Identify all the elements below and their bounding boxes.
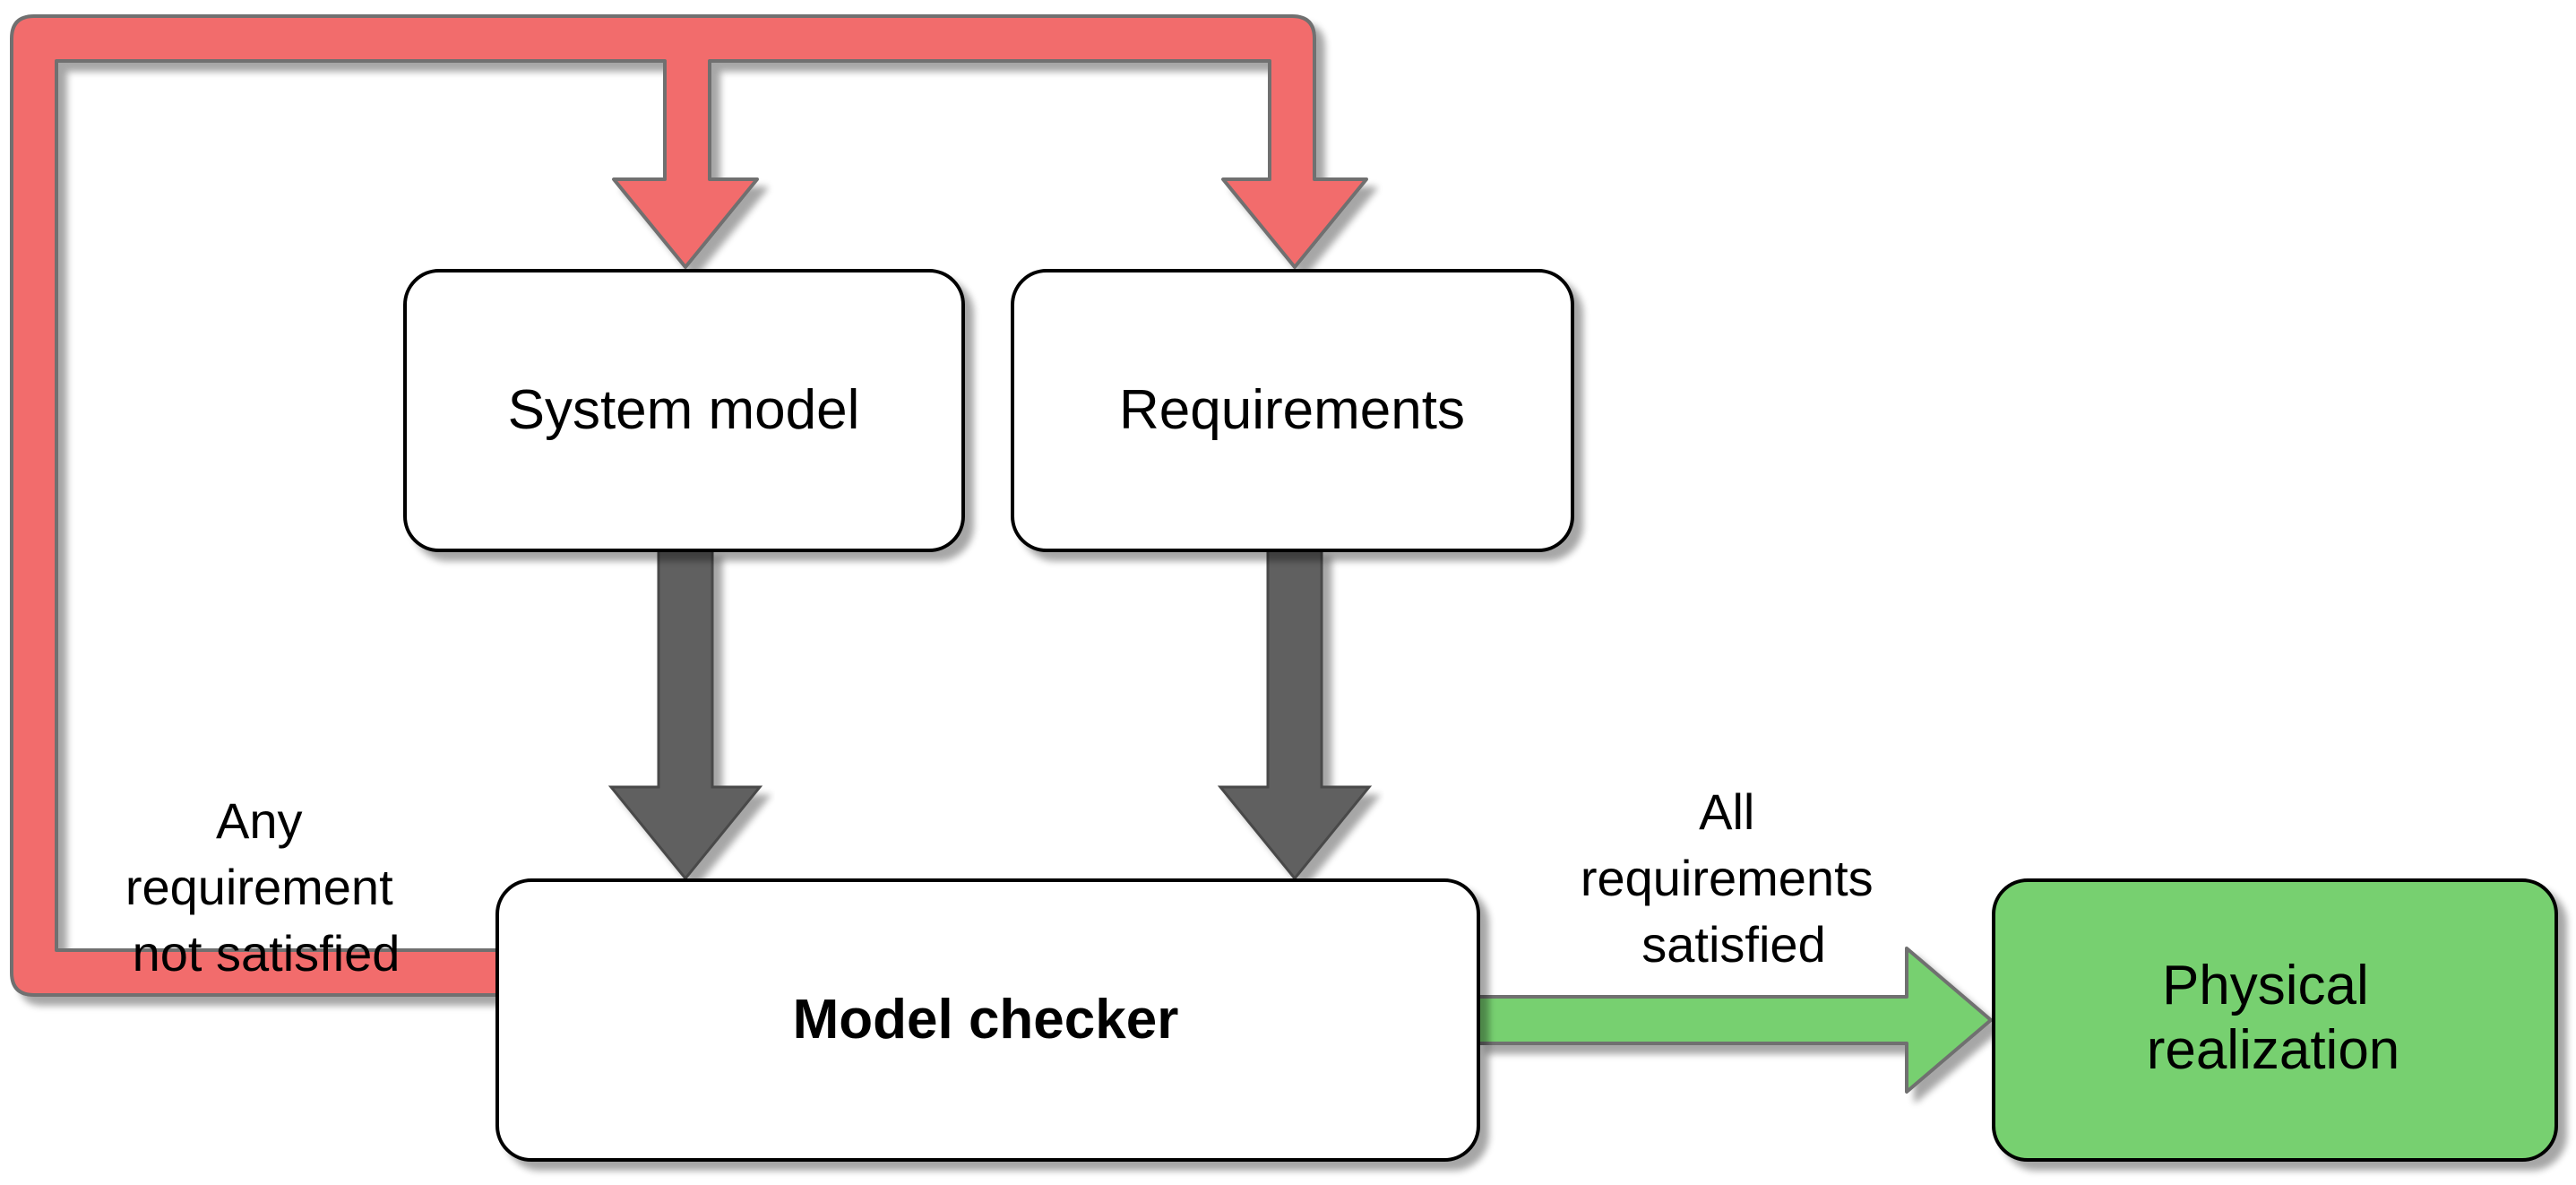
- system-model-node: [403, 269, 965, 552]
- requirements-label: Requirements: [1119, 379, 1465, 441]
- failure-edge-label: Any requirement not satisfied: [125, 792, 407, 982]
- system-model-input-arrow: [607, 548, 763, 881]
- requirements-input-arrow: [1217, 548, 1373, 881]
- physical-realization-label: Physical realization: [2147, 955, 2400, 1081]
- success-label-line-3: satisfied: [1641, 916, 1825, 973]
- physical-realization-node: [1992, 878, 2558, 1162]
- failure-feedback-arrow: [10, 14, 1368, 997]
- model-checker-node: [495, 878, 1480, 1162]
- failure-label-line-3: not satisfied: [133, 925, 401, 982]
- physical-realization-line-1: Physical: [2162, 955, 2369, 1016]
- system-model-label: System model: [508, 379, 860, 441]
- success-label-line-2: requirements: [1581, 850, 1874, 906]
- success-arrow: [1477, 947, 1993, 1094]
- success-edge-label: All requirements satisfied: [1581, 783, 1887, 973]
- failure-label-line-2: requirement: [125, 859, 393, 915]
- requirements-node: [1011, 269, 1574, 552]
- model-checker-label: Model checker: [793, 989, 1179, 1051]
- physical-realization-line-2: realization: [2147, 1019, 2400, 1081]
- feedback-loop-path: [10, 14, 1368, 997]
- failure-label-line-1: Any: [216, 792, 303, 849]
- success-label-line-1: All: [1699, 783, 1754, 840]
